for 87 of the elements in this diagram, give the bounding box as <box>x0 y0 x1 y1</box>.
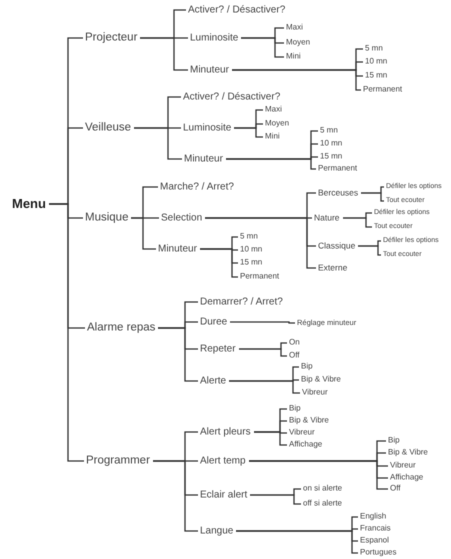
menu-item: 10 mn <box>240 246 262 254</box>
menu-item: Veilleuse <box>85 122 132 134</box>
menu-item: 10 mn <box>320 140 342 148</box>
menu-item: Bip & Vibre <box>301 376 341 384</box>
menu-item: On <box>289 338 300 348</box>
menu-item: Vibreur <box>289 428 315 438</box>
menu-item: Bip & Vibre <box>289 416 329 426</box>
menu-item: Musique <box>85 212 128 224</box>
tree-connector <box>234 127 263 138</box>
tree-connector <box>232 69 361 91</box>
menu-item: Externe <box>318 263 348 273</box>
menu-item: Minuteur <box>184 154 223 164</box>
menu-item: Off <box>390 484 401 494</box>
menu-item: Marche? / Arret? <box>160 182 234 192</box>
menu-item: Minuteur <box>158 244 197 254</box>
menu-item: Affichage <box>390 474 424 482</box>
menu-item: Luminosite <box>190 32 238 44</box>
menu-item: 5 mn <box>320 126 338 136</box>
menu-item: Bip <box>289 404 301 414</box>
menu-item: Alerte <box>200 376 226 386</box>
menu-item: Affichage <box>289 440 322 450</box>
menu-item: Alarme repas <box>87 322 156 334</box>
tree-connector <box>358 245 381 256</box>
tree-connector <box>131 217 156 250</box>
menu-item: Selection <box>161 212 202 224</box>
menu-item: Activer? / Désactiver? <box>188 4 286 16</box>
menu-item: 5 mn <box>240 232 258 242</box>
menu-item: Off <box>289 352 300 360</box>
tree-connector <box>236 530 358 554</box>
menu-item: Maxi <box>265 106 282 114</box>
menu-item: Repeter <box>200 344 236 354</box>
menu-item: Espanol <box>360 536 389 546</box>
menu-item: Nature <box>314 213 340 223</box>
tree-connector <box>226 158 316 170</box>
tree-connector <box>158 327 198 382</box>
menu-item: Programmer <box>86 454 150 468</box>
tree-connector <box>239 348 287 357</box>
menu-item: Permanent <box>240 272 280 282</box>
menu-item: Luminosite <box>183 122 232 134</box>
menu-item: Vibreur <box>390 462 416 470</box>
menu-item: Portugues <box>360 548 396 558</box>
tree-connector <box>229 380 300 394</box>
menu-item: 15 mn <box>240 258 262 268</box>
menu-item: Bip <box>301 362 313 372</box>
menu-item: Bip & Vibre <box>388 448 428 458</box>
tree-connector <box>343 217 372 228</box>
menu-item: 5 mn <box>365 44 383 54</box>
menu-item: English <box>360 512 386 522</box>
menu-item: 15 mn <box>320 152 342 162</box>
tree-connector <box>200 248 238 278</box>
menu-item: Classique <box>318 241 356 251</box>
menu-item: Menu <box>12 196 46 212</box>
menu-item: Mini <box>265 132 280 142</box>
menu-item: Permanent <box>318 164 358 174</box>
tree-connector <box>230 321 295 324</box>
menu-item: Moyen <box>265 120 290 128</box>
tree-connector <box>134 127 182 160</box>
menu-item: Francais <box>360 524 391 534</box>
menu-item: Duree <box>200 316 228 328</box>
tree-connector <box>250 494 301 505</box>
menu-item: Activer? / Désactiver? <box>183 92 280 102</box>
menu-item: Berceuses <box>318 188 358 198</box>
menu-item: Alert temp <box>200 456 246 466</box>
menu-item: off si alerte <box>303 500 342 508</box>
menu-item: Eclair alert <box>200 490 248 500</box>
menu-item: Maxi <box>286 24 303 32</box>
tree-connector <box>153 460 198 532</box>
menu-item: Mini <box>286 52 301 62</box>
menu-item: 15 mn <box>365 72 388 80</box>
menu-item: Projecteur <box>85 32 138 44</box>
menu-item: Bip <box>388 436 400 446</box>
menu-item: Alert pleurs <box>200 426 251 438</box>
tree-connector <box>241 37 284 58</box>
tree-connector <box>361 192 384 202</box>
menu-item: Permanent <box>363 86 402 94</box>
tree-connector <box>140 37 188 71</box>
menu-item: Vibreur <box>302 388 328 398</box>
menu-item: Minuteur <box>190 64 229 76</box>
menu-item: Demarrer? / Arret? <box>200 296 283 308</box>
tree-connector <box>249 460 388 490</box>
menu-item: 10 mn <box>365 58 388 66</box>
menu-item: Langue <box>200 526 234 536</box>
tree-connector <box>49 203 84 462</box>
tree-connector <box>205 217 316 269</box>
menu-item: Moyen <box>286 38 310 48</box>
menu-item: on si alerte <box>303 484 342 494</box>
tree-connector <box>254 431 287 446</box>
